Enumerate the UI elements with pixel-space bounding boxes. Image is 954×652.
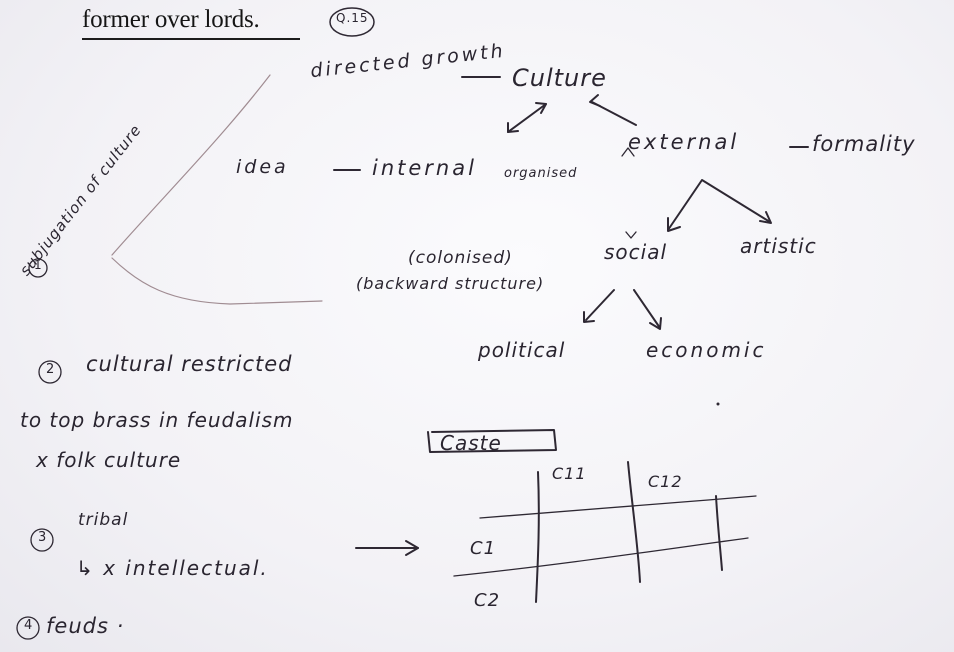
grid-row-1: C1 bbox=[470, 538, 497, 559]
note-2-line-3: x folk culture bbox=[36, 448, 182, 472]
arrow-artistic bbox=[759, 211, 772, 224]
arrow-head-2 bbox=[507, 122, 519, 133]
note-2-line-1: cultural restricted bbox=[86, 352, 293, 376]
ink-dot bbox=[716, 402, 720, 406]
grid-title: Caste bbox=[440, 431, 502, 455]
grid-vline-3 bbox=[715, 495, 723, 571]
circle-1 bbox=[28, 258, 48, 278]
note-4-line-1: feuds · bbox=[46, 614, 125, 638]
label-political: political bbox=[478, 338, 566, 362]
note-2-line-2: to top brass in feudalism bbox=[20, 408, 294, 432]
grid-hline-1 bbox=[479, 495, 757, 519]
arrow-head-economic bbox=[649, 317, 662, 330]
arrow-head-1 bbox=[535, 102, 547, 114]
arrow-political bbox=[585, 289, 615, 321]
label-economic: economic bbox=[646, 338, 767, 362]
grid-vline-1 bbox=[535, 471, 540, 603]
branch-external bbox=[667, 179, 771, 231]
printed-text: former over lords. bbox=[82, 6, 260, 33]
label-colonised: (colonised) bbox=[408, 248, 513, 268]
label-external: external bbox=[628, 130, 740, 154]
brace-upper bbox=[111, 74, 271, 256]
grid-row-2: C2 bbox=[474, 590, 501, 611]
label-artistic: artistic bbox=[740, 234, 817, 258]
label-organised: organised bbox=[504, 166, 578, 181]
number-2: 2 bbox=[46, 362, 56, 377]
arrow-social bbox=[667, 217, 681, 232]
caste-box bbox=[427, 429, 557, 453]
margin-note-circle bbox=[329, 7, 375, 37]
number-4: 4 bbox=[24, 618, 34, 633]
arrow-head-grid bbox=[405, 540, 419, 556]
circle-2 bbox=[38, 360, 62, 384]
grid-col-2: C12 bbox=[648, 472, 683, 491]
printed-underline bbox=[82, 38, 300, 40]
arrow-head-3 bbox=[589, 94, 601, 107]
arrow-culture-internal bbox=[507, 103, 547, 133]
arrow-economic bbox=[633, 289, 661, 329]
grid-col-1: C11 bbox=[552, 464, 587, 483]
label-backward: (backward structure) bbox=[356, 274, 545, 293]
tick-social bbox=[625, 231, 637, 239]
grid-vline-2 bbox=[627, 461, 641, 583]
brace-lower bbox=[111, 257, 323, 305]
arrow-head-political bbox=[583, 311, 595, 323]
small-arrow bbox=[621, 147, 635, 157]
label-formality: formality bbox=[812, 132, 916, 156]
circle-4 bbox=[16, 616, 40, 640]
note-3-line-1: tribal bbox=[78, 510, 129, 530]
circle-3 bbox=[30, 528, 54, 552]
label-internal: internal bbox=[372, 156, 477, 180]
margin-note: Q.15 bbox=[336, 11, 369, 25]
grid-hline-2 bbox=[453, 537, 749, 577]
label-culture: Culture bbox=[512, 64, 607, 92]
number-1: 1 bbox=[34, 258, 43, 272]
label-idea: idea bbox=[236, 156, 289, 178]
label-social: social bbox=[604, 240, 668, 264]
note-3-line-2: ↳ x intellectual. bbox=[76, 556, 269, 580]
number-3: 3 bbox=[38, 530, 48, 545]
